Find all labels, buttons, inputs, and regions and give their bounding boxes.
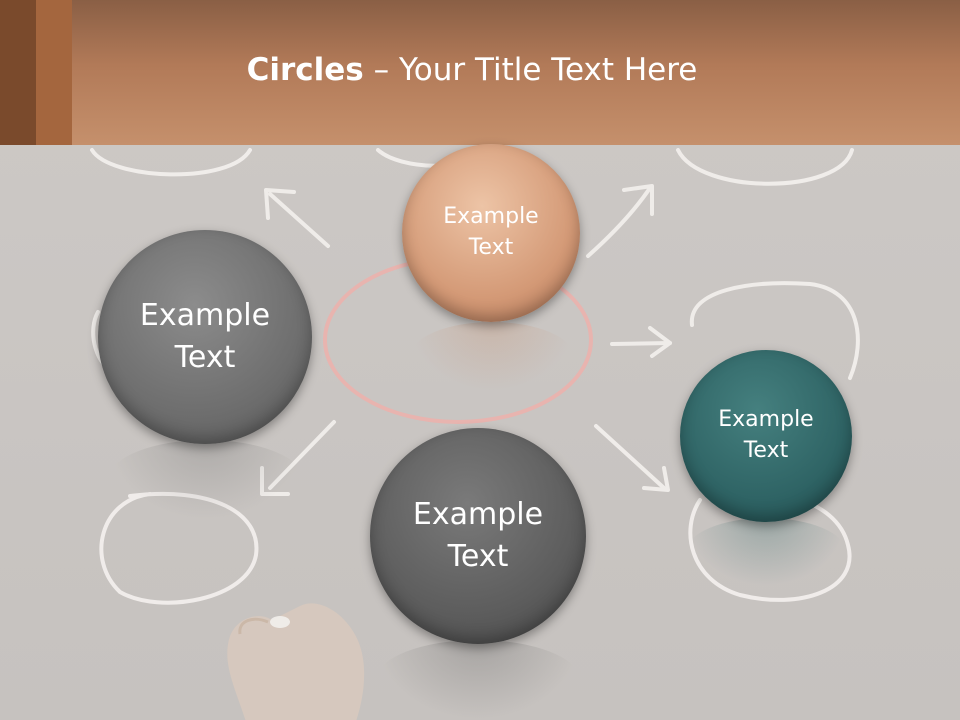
title-bar: Circles – Your Title Text Here [0, 0, 960, 145]
header-stripe-light [36, 0, 72, 145]
title-rest: – Your Title Text Here [363, 52, 698, 88]
bubble-top-label: Example Text [443, 204, 539, 260]
title-bold: Circles [246, 52, 364, 88]
bubble-bottom[interactable]: Example Text [370, 428, 586, 644]
bubble-left-label: Example Text [139, 298, 271, 375]
bubble-top[interactable]: Example Text [402, 144, 580, 322]
bubble-reflection-bottom [376, 640, 580, 720]
bubble-reflection-left [108, 440, 304, 520]
slide-title[interactable]: Circles – Your Title Text Here [0, 52, 944, 88]
header-stripe-dark [0, 0, 36, 145]
bubble-right-label: Example Text [718, 407, 814, 463]
bubble-bottom-label: Example Text [412, 497, 544, 574]
bubble-left[interactable]: Example Text [98, 230, 312, 444]
bubble-reflection-top [410, 322, 574, 392]
bubble-reflection-right [686, 518, 846, 586]
bubble-right[interactable]: Example Text [680, 350, 852, 522]
hand-image [227, 603, 365, 720]
